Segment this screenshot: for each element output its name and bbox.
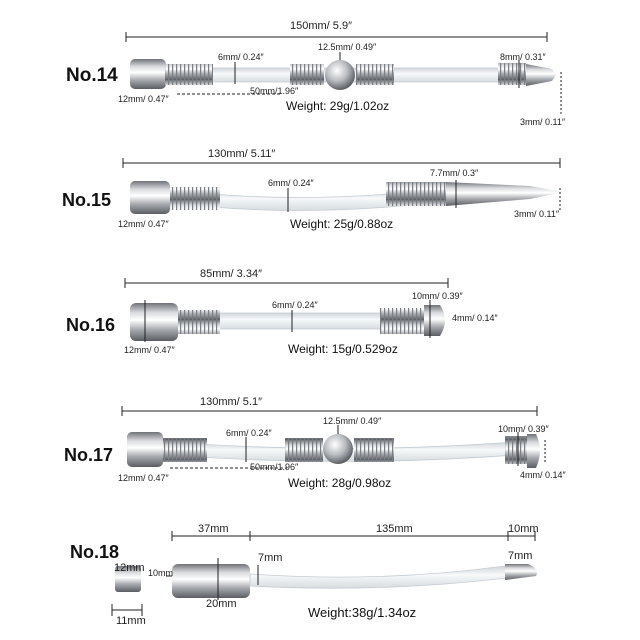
item-18-cap-height: 12mm xyxy=(114,562,145,574)
item-17-label: No.17 xyxy=(64,445,114,465)
item-18-weight: Weight:38g/1.34oz xyxy=(308,605,417,620)
item-18-tube-length: 135mm xyxy=(376,523,413,535)
item-18-label: No.18 xyxy=(70,542,120,562)
item-16-drawing xyxy=(124,278,449,342)
item-15-weight: Weight: 25g/0.88oz xyxy=(290,217,394,231)
item-16-cap-diameter: 12mm/ 0.47″ xyxy=(124,345,175,355)
item-14-drawing xyxy=(125,32,562,114)
item-14-thread-diameter: 8mm/ 0.31″ xyxy=(500,52,546,62)
item-15-tube-diameter: 6mm/ 0.24″ xyxy=(268,178,314,188)
item-15-cap-diameter: 12mm/ 0.47″ xyxy=(118,219,169,229)
item-18-cap-width: 11mm xyxy=(116,615,146,627)
item-17-section-length: 50mm/1.96″ xyxy=(250,462,299,472)
item-17-thread-diameter: 10mm/ 0.39″ xyxy=(498,424,549,434)
item-17-cap-diameter: 12mm/ 0.47″ xyxy=(118,473,169,483)
item-14-tip-diameter: 3mm/ 0.11″ xyxy=(520,117,566,127)
item-18-head-length: 37mm xyxy=(198,523,229,535)
item-15-label: No.15 xyxy=(62,190,112,210)
item-14-section-length: 50mm/1.96″ xyxy=(250,86,299,96)
item-17-tube-diameter: 6mm/ 0.24″ xyxy=(226,428,272,438)
item-16-overall-length: 85mm/ 3.34″ xyxy=(200,268,262,280)
item-16-tube-diameter: 6mm/ 0.24″ xyxy=(272,300,318,310)
item-14-cap-diameter: 12mm/ 0.47″ xyxy=(118,94,169,104)
item-15-overall-length: 130mm/ 5.11″ xyxy=(208,148,276,160)
item-18-tip-diameter: 7mm xyxy=(508,550,533,562)
item-14-tube-diameter: 6mm/ 0.24″ xyxy=(218,52,264,62)
item-18-head-diameter: 20mm xyxy=(206,598,237,610)
item-16-thread-diameter: 10mm/ 0.39″ xyxy=(412,291,463,301)
item-16-tip-diameter: 4mm/ 0.14″ xyxy=(452,313,498,323)
item-17-weight: Weight: 28g/0.98oz xyxy=(288,476,392,490)
item-17-drawing xyxy=(121,406,546,469)
item-14-weight: Weight: 29g/1.02oz xyxy=(286,99,390,113)
item-16-weight: Weight: 15g/0.529oz xyxy=(288,342,398,356)
item-14-label: No.14 xyxy=(66,65,118,86)
item-17-ball-diameter: 12.5mm/ 0.49″ xyxy=(323,416,382,426)
item-18-tube-diameter: 7mm xyxy=(258,552,283,564)
item-17-overall-length: 130mm/ 5.1″ xyxy=(200,396,262,408)
item-15-thread-diameter: 7.7mm/ 0.3″ xyxy=(430,168,479,178)
item-16-label: No.16 xyxy=(66,315,116,335)
item-15-drawing xyxy=(122,158,564,214)
item-18-tip-length: 10mm xyxy=(508,523,539,535)
item-14-ball-diameter: 12.5mm/ 0.49″ xyxy=(318,42,377,52)
item-18-stem-diameter: 10mm xyxy=(148,568,174,578)
item-18-drawing xyxy=(111,531,537,616)
item-14-overall-length: 150mm/ 5.9″ xyxy=(290,20,352,32)
item-17-tip-diameter: 4mm/ 0.14″ xyxy=(520,470,566,480)
item-15-tip-diameter: 3mm/ 0.11″ xyxy=(514,209,560,219)
